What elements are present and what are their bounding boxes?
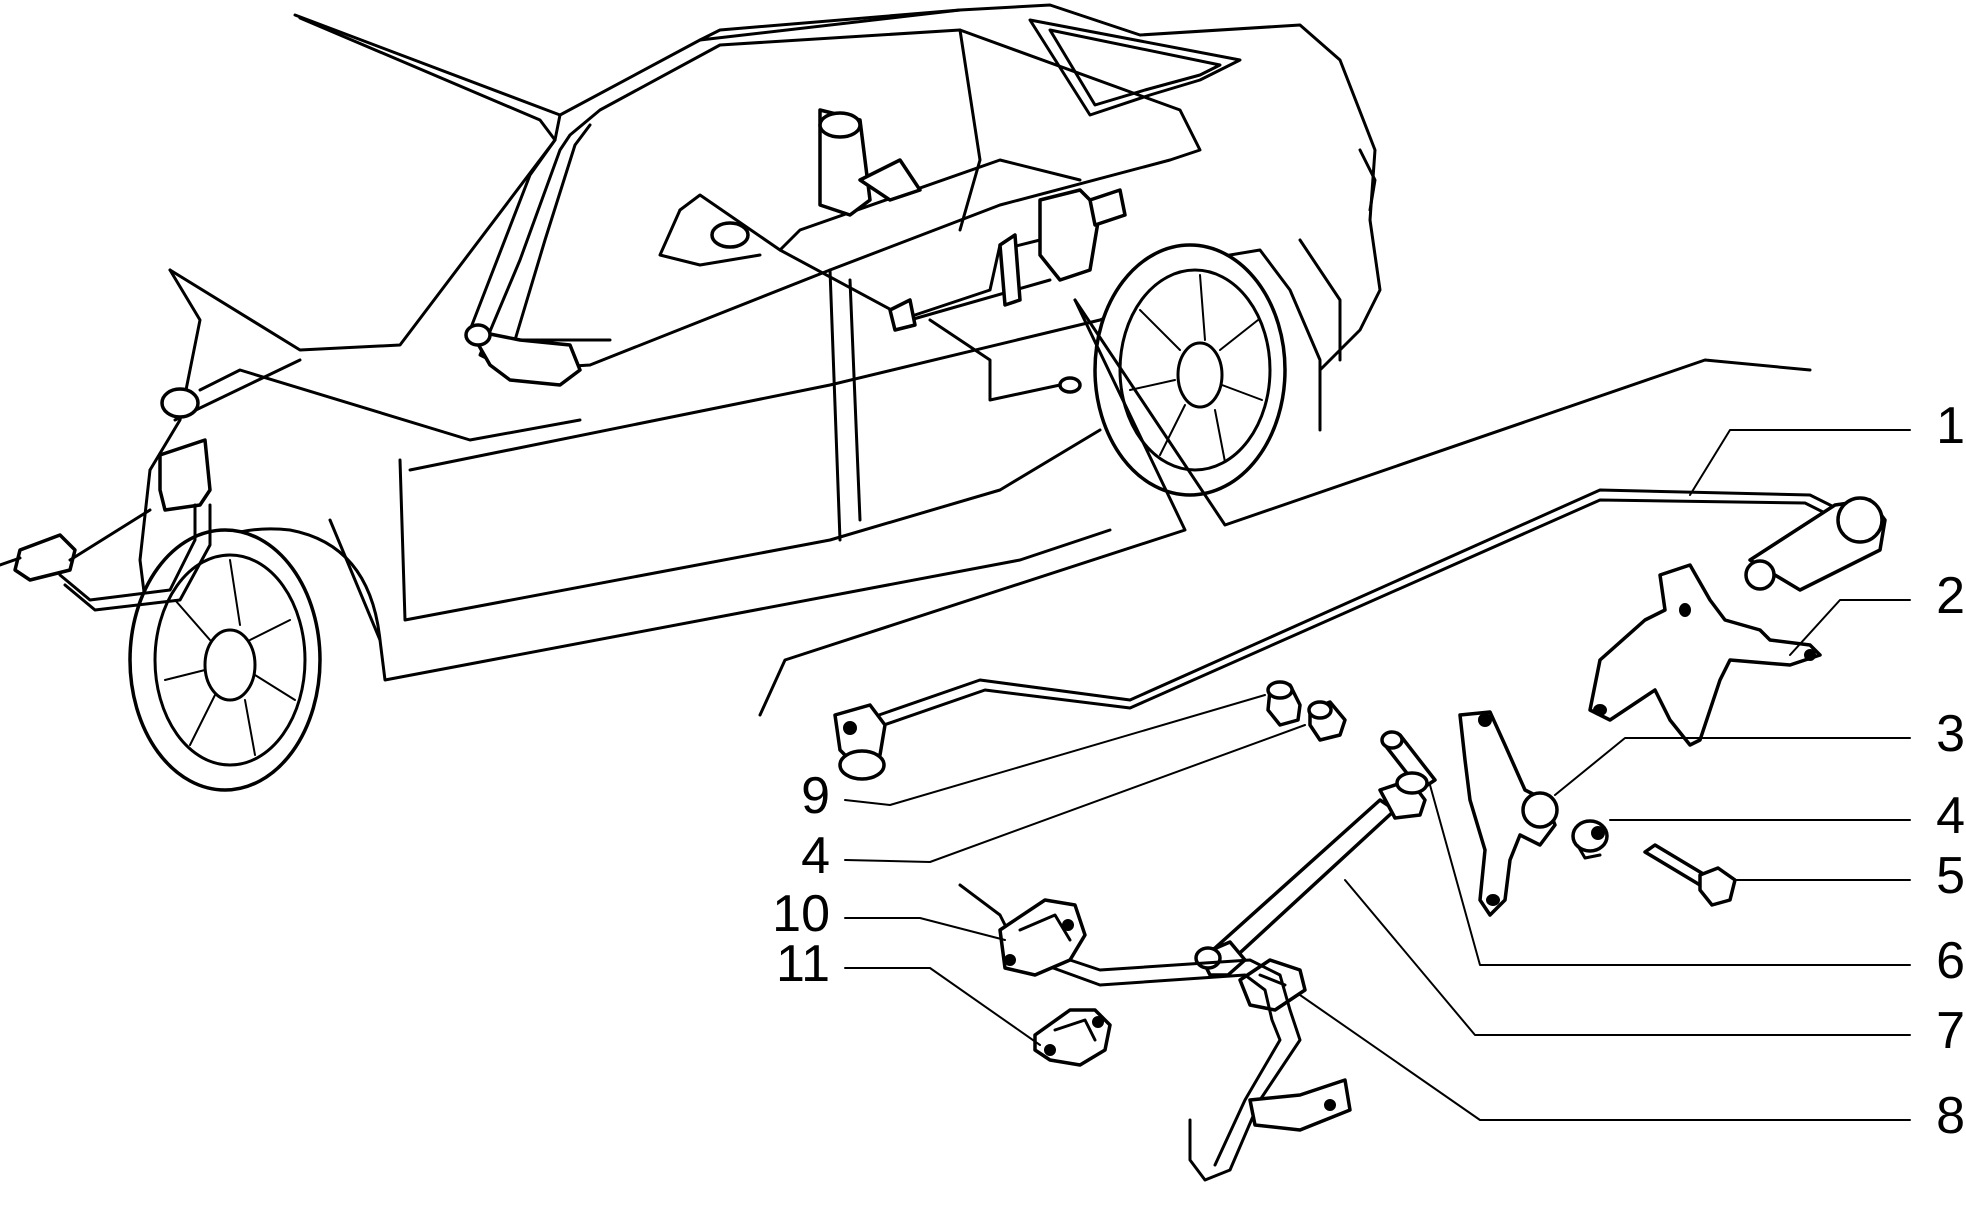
callout-8: 8 xyxy=(1936,1087,1965,1145)
detail-callout-lines xyxy=(758,298,1812,717)
part-9-connector xyxy=(833,703,887,781)
part-10-clamp xyxy=(998,898,1087,977)
callout-5: 5 xyxy=(1936,847,1965,905)
callout-1: 1 xyxy=(1936,397,1965,455)
part-5-bolt xyxy=(1643,843,1737,907)
callout-6: 6 xyxy=(1936,932,1965,990)
front-wheel xyxy=(128,528,322,792)
callout-7: 7 xyxy=(1936,1002,1965,1060)
part-7-rod xyxy=(1194,771,1429,977)
installed-linkage xyxy=(0,108,1127,612)
torsion-bar xyxy=(958,883,1352,1182)
leader-lines xyxy=(844,429,1911,1121)
part-2-bracket xyxy=(1588,563,1822,747)
part-4-right-bushing xyxy=(1571,819,1609,860)
callout-10: 10 xyxy=(772,885,830,943)
callout-4-left: 4 xyxy=(801,827,830,885)
callout-2: 2 xyxy=(1936,567,1965,625)
part-8-clip xyxy=(1238,958,1307,1012)
callout-11: 11 xyxy=(776,935,830,993)
rear-wheel xyxy=(1093,243,1287,497)
part-1-sensor-cable xyxy=(848,488,1887,737)
part-3-lever xyxy=(1458,710,1559,917)
part-11-clamp xyxy=(1033,1008,1112,1067)
callout-4-right: 4 xyxy=(1936,787,1965,845)
callout-9: 9 xyxy=(801,767,830,825)
callout-3: 3 xyxy=(1936,705,1965,763)
part-4-bushings xyxy=(1266,680,1347,742)
